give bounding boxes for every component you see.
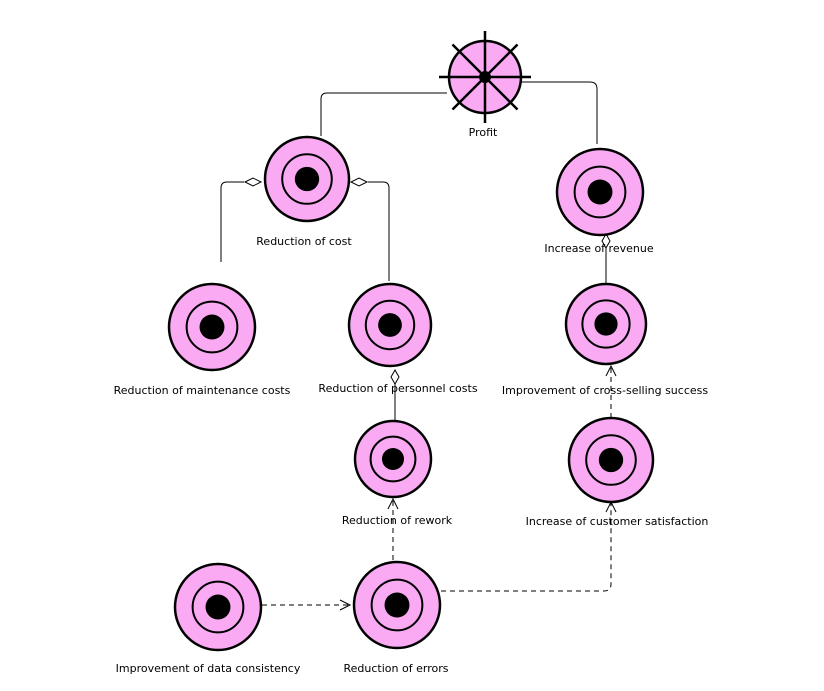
node-label-reduction-of-rework: Reduction of rework — [342, 514, 453, 527]
node-label-increase-of-revenue: Increase of revenue — [544, 242, 653, 255]
goal-node-reduction-of-errors[interactable] — [352, 560, 442, 650]
target-icon — [263, 135, 351, 223]
node-label-reduction-of-maintenance-costs: Reduction of maintenance costs — [114, 384, 291, 397]
node-label-improvement-of-data-consistency: Improvement of data consistency — [116, 662, 301, 675]
goal-node-reduction-of-personnel-costs[interactable] — [347, 282, 433, 368]
edge-reduction-of-rework-to-reduction-of-personnel-costs — [390, 368, 400, 420]
edge-reduction-of-cost-to-profit — [320, 92, 447, 136]
target-icon — [555, 147, 645, 237]
edge-reduction-of-errors-to-reduction-of-rework — [387, 497, 399, 560]
target-icon — [353, 419, 433, 499]
arrowhead-icon — [605, 364, 617, 377]
goal-node-improvement-of-cross-selling-success[interactable] — [564, 282, 648, 366]
ship-wheel-icon — [439, 31, 531, 123]
edge-reduction-of-personnel-costs-to-reduction-of-cost — [349, 177, 390, 281]
node-label-reduction-of-cost: Reduction of cost — [256, 235, 352, 248]
arrowhead-icon — [339, 599, 352, 611]
edge-improvement-of-cross-selling-success-to-increase-of-revenue — [601, 232, 611, 283]
aggregation-diamond-icon — [349, 177, 369, 187]
target-icon — [564, 282, 648, 366]
edge-reduction-of-maintenance-costs-to-reduction-of-cost — [220, 177, 263, 262]
goal-node-increase-of-customer-satisfaction[interactable] — [567, 416, 655, 504]
node-label-reduction-of-errors: Reduction of errors — [344, 662, 449, 675]
aggregation-diamond-icon — [390, 368, 400, 386]
node-label-reduction-of-personnel-costs: Reduction of personnel costs — [318, 382, 477, 395]
goal-node-improvement-of-data-consistency[interactable] — [173, 562, 263, 652]
target-icon — [567, 416, 655, 504]
aggregation-diamond-icon — [601, 232, 611, 250]
node-label-improvement-of-cross-selling-success: Improvement of cross-selling success — [502, 384, 708, 397]
goal-node-increase-of-revenue[interactable] — [555, 147, 645, 237]
node-label-increase-of-customer-satisfaction: Increase of customer satisfaction — [526, 515, 709, 528]
edge-improvement-of-data-consistency-to-reduction-of-errors — [262, 599, 352, 611]
goal-node-reduction-of-rework[interactable] — [353, 419, 433, 499]
target-icon — [347, 282, 433, 368]
node-label-profit: Profit — [469, 126, 498, 139]
node-layer — [167, 31, 655, 652]
target-icon — [173, 562, 263, 652]
arrowhead-icon — [387, 497, 399, 510]
edge-increase-of-customer-satisfaction-to-improvement-of-cross-selling-success — [605, 364, 617, 418]
goal-node-reduction-of-cost[interactable] — [263, 135, 351, 223]
target-icon — [167, 282, 257, 372]
connector-layer — [220, 81, 617, 611]
label-layer: Profit Reduction of cost Increase of rev… — [114, 126, 709, 675]
edge-increase-of-revenue-to-profit — [521, 81, 598, 144]
goal-node-reduction-of-maintenance-costs[interactable] — [167, 282, 257, 372]
aggregation-diamond-icon — [243, 177, 263, 187]
target-icon — [352, 560, 442, 650]
goal-node-profit[interactable] — [439, 31, 531, 123]
